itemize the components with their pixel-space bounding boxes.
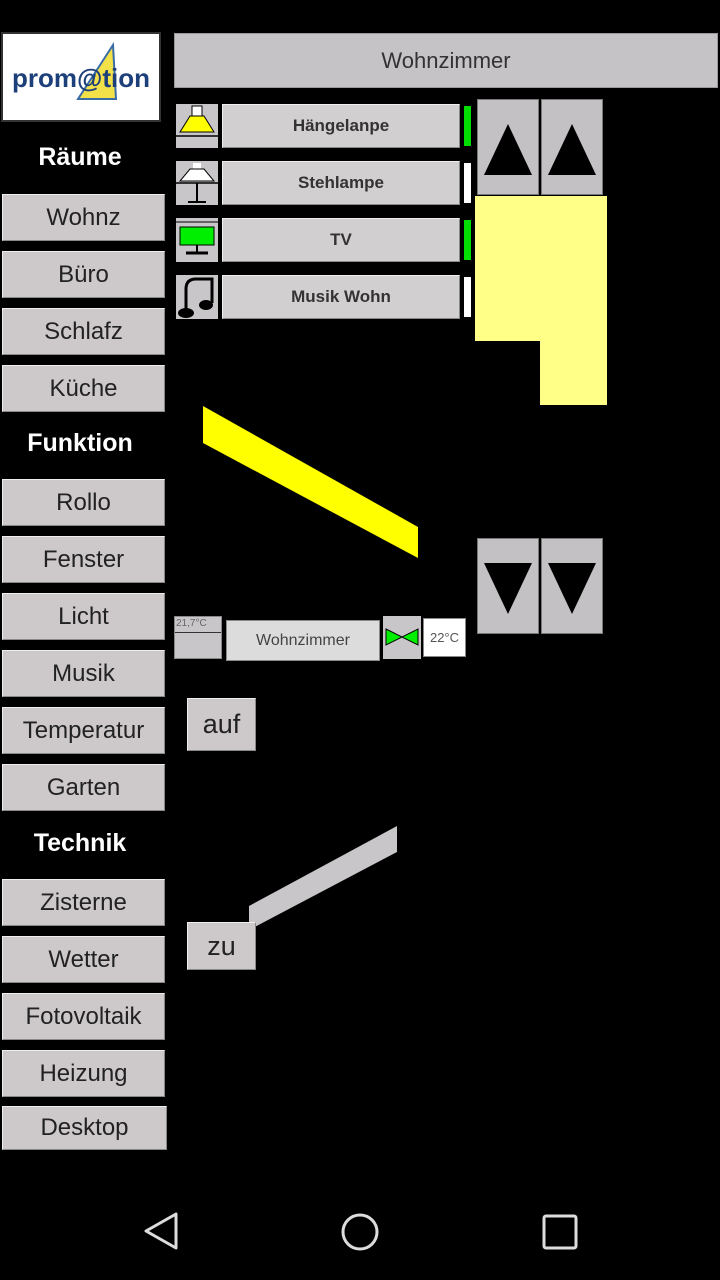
device-button[interactable]: TV: [222, 218, 460, 262]
sidebar-item-büro[interactable]: Büro: [2, 251, 165, 298]
sidebar-item-garten[interactable]: Garten: [2, 764, 165, 811]
triangle-down-icon: [548, 563, 596, 614]
sidebar-item-label: Küche: [49, 374, 118, 402]
sidebar-section-title: Funktion: [27, 429, 133, 457]
sidebar-item-wetter[interactable]: Wetter: [2, 936, 165, 983]
sidebar-item-label: Rollo: [56, 488, 111, 516]
sidebar-item-licht[interactable]: Licht: [2, 593, 165, 640]
current-temp-box: 21,7°C: [174, 616, 222, 659]
device-label: Musik Wohn: [291, 287, 391, 306]
sidebar-item-label: Wetter: [48, 945, 119, 973]
sidebar-item-desktop[interactable]: Desktop: [2, 1106, 167, 1150]
sidebar-item-label: Licht: [58, 602, 109, 630]
device-state-indicator: [464, 220, 471, 260]
sidebar-item-label: Fotovoltaik: [25, 1002, 142, 1030]
heating-room-button[interactable]: Wohnzimmer: [226, 620, 380, 661]
blind-level-right: [540, 196, 607, 405]
device-state-indicator: [464, 106, 471, 146]
sidebar-item-fenster[interactable]: Fenster: [2, 536, 165, 583]
sidebar-item-label: Desktop: [40, 1114, 129, 1141]
device-state-indicator: [464, 163, 471, 203]
device-button[interactable]: Hängelanpe: [222, 104, 460, 148]
device-label: Stehlampe: [298, 173, 384, 192]
sidebar-section-title: Räume: [38, 143, 122, 171]
sidebar-item-label: Wohnz: [46, 203, 121, 231]
blind-down-right-button[interactable]: [541, 538, 603, 634]
sidebar-item-label: Garten: [46, 773, 121, 801]
sidebar-item-küche[interactable]: Küche: [2, 365, 165, 412]
triangle-up-icon: [548, 124, 596, 175]
device-button[interactable]: Stehlampe: [222, 161, 460, 205]
device-button[interactable]: Musik Wohn: [222, 275, 460, 319]
sidebar-item-label: Musik: [52, 659, 115, 687]
sidebar-item-wohnz[interactable]: Wohnz: [2, 194, 165, 241]
window-open-label: auf: [202, 709, 241, 739]
sidebar-item-label: Zisterne: [40, 888, 127, 916]
sidebar-item-musik[interactable]: Musik: [2, 650, 165, 697]
blind-up-left-button[interactable]: [477, 99, 539, 195]
sidebar-item-schlafz[interactable]: Schlafz: [2, 308, 165, 355]
valve-button[interactable]: [383, 616, 421, 659]
sidebar-item-rollo[interactable]: Rollo: [2, 479, 165, 526]
back-icon[interactable]: [142, 1210, 182, 1254]
promotion-logo: prom@tion: [1, 32, 161, 122]
sidebar-item-label: Schlafz: [44, 317, 123, 345]
triangle-up-icon: [484, 124, 532, 175]
device-label: Hängelanpe: [292, 116, 390, 135]
window-sash-shape: [249, 826, 397, 930]
valve-icon: [385, 628, 419, 646]
device-state-indicator: [464, 277, 471, 317]
svg-text:prom@tion: prom@tion: [12, 63, 150, 93]
logo-icon: prom@tion: [12, 41, 150, 100]
blind-down-left-button[interactable]: [477, 538, 539, 634]
current-temp: 21,7°C: [175, 617, 221, 633]
music-note-icon: [176, 275, 218, 319]
sidebar-item-heizung[interactable]: Heizung: [2, 1050, 165, 1097]
sidebar-item-zisterne[interactable]: Zisterne: [2, 879, 165, 926]
room-title: Wohnzimmer: [381, 47, 511, 73]
blind-level-left: [475, 196, 540, 341]
target-temp[interactable]: 22°C: [423, 618, 466, 657]
sidebar-item-label: Temperatur: [22, 716, 145, 744]
sidebar-section-title: Technik: [33, 829, 127, 857]
sidebar-item-temperatur[interactable]: Temperatur: [2, 707, 165, 754]
home-icon[interactable]: [340, 1210, 380, 1254]
window-open-button[interactable]: auf: [187, 698, 256, 751]
target-temp-label: 22°C: [429, 630, 460, 645]
sidebar-item-fotovoltaik[interactable]: Fotovoltaik: [2, 993, 165, 1040]
awning-shape: [203, 406, 418, 558]
sidebar-item-label: Fenster: [42, 545, 125, 573]
blind-up-right-button[interactable]: [541, 99, 603, 195]
floor-lamp-icon: [176, 161, 218, 205]
window-close-button[interactable]: zu: [187, 922, 256, 970]
hanging-lamp-icon: [176, 104, 218, 148]
sidebar-item-label: Heizung: [39, 1059, 128, 1087]
device-label: TV: [330, 230, 352, 249]
room-title-button[interactable]: Wohnzimmer: [174, 33, 718, 88]
triangle-down-icon: [484, 563, 532, 614]
window-close-label: zu: [207, 930, 236, 961]
recents-icon[interactable]: [540, 1210, 580, 1254]
heating-room-label: Wohnzimmer: [256, 631, 350, 649]
tv-icon: [176, 218, 218, 262]
sidebar-item-label: Büro: [58, 260, 109, 288]
